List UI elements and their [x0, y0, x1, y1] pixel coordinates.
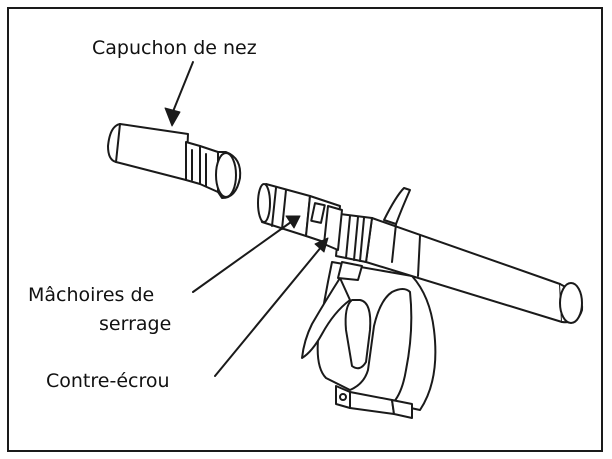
jaws-label-line-1: Mâchoires de — [28, 284, 155, 306]
gun-body — [301, 187, 584, 419]
jaws-assembly — [257, 183, 343, 251]
nose-cap-part — [107, 123, 242, 199]
leader-lines — [164, 61, 329, 377]
lock-nut-label: Contre-écrou — [46, 370, 170, 392]
nose-cap-label: Capuchon de nez — [92, 37, 257, 59]
jaws-label-line-2: serrage — [99, 313, 172, 335]
